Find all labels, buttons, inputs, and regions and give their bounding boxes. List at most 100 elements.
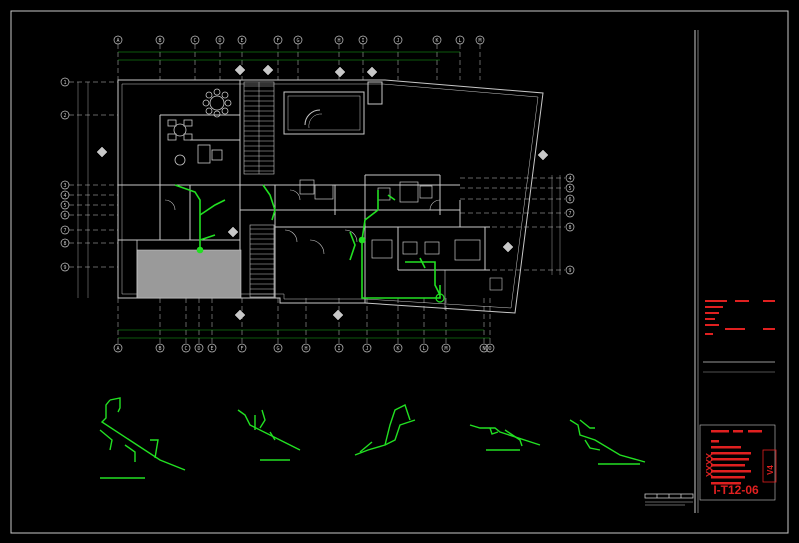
grid-bubble-label: D (218, 38, 221, 44)
grid-bubble-label: A (116, 38, 119, 44)
drain-point (435, 293, 445, 303)
grid-bubble-label: 1 (63, 80, 66, 86)
titleblock-text-line (711, 446, 741, 449)
titleblock-text-line (705, 324, 719, 326)
titleblock-text-line (733, 430, 743, 433)
stair-treads-lower (250, 228, 274, 295)
grid-bubble-left: 3 (60, 180, 70, 190)
titleblock-text-line (763, 300, 775, 302)
pipe-run (199, 234, 216, 241)
drain-point (196, 246, 204, 254)
grid-bubble-right: 6 (565, 194, 575, 204)
level-marker (234, 309, 246, 321)
grid-bubble-label: H (337, 38, 340, 44)
grid-bubble-bottom: L (419, 343, 429, 353)
titleblock-text-line (711, 452, 751, 455)
pipe-run (199, 199, 226, 216)
pool-steps (304, 109, 321, 126)
grid-bubble-label: B (158, 38, 161, 44)
deck (367, 81, 383, 105)
grid-bubble-right: 5 (565, 183, 575, 193)
grid-bubble-label: 8 (568, 225, 571, 231)
grid-bubble-label: D (197, 346, 200, 352)
grid-bubble-label: E (210, 346, 213, 352)
titleblock-text-line (735, 300, 749, 302)
plumbing-plan (174, 184, 445, 303)
title-block: V4 XXXX I-T12-06 (699, 300, 777, 501)
grid-bubble-bottom: A (113, 343, 123, 353)
revision-box (762, 449, 777, 483)
grid-bubble-label: 6 (63, 213, 66, 219)
titleblock-text-line (711, 476, 745, 479)
grid-bubble-bottom: F (237, 343, 247, 353)
grid-bubble-top: E (237, 35, 247, 45)
titleblock-text-line (705, 300, 727, 302)
grid-bubble-label: E (240, 38, 243, 44)
grid-bubble-label: I (337, 346, 340, 352)
grid-bubble-bottom: E (207, 343, 217, 353)
grid-bubble-label: 7 (568, 211, 571, 217)
grid-bubble-bottom: O (485, 343, 495, 353)
pipe-run (419, 257, 426, 269)
titleblock-text-line (705, 333, 713, 335)
titleblock-text-line (748, 430, 762, 433)
pipe-run (361, 190, 441, 299)
scale-bar (644, 493, 694, 506)
stairs-lower (249, 224, 275, 298)
pipe-run (349, 231, 356, 261)
iso-riser-5 (569, 419, 646, 465)
grid-bubble-label: H (304, 346, 307, 352)
door-swings (164, 189, 441, 255)
sheet-number: I-T12-06 (713, 483, 759, 497)
grid-bubble-bottom: J (362, 343, 372, 353)
level-markers (96, 64, 549, 321)
pool-inner (287, 95, 361, 131)
grid-bubble-top: M (475, 35, 485, 45)
titleblock-text-line (705, 306, 723, 308)
grid-bubble-top: H (334, 35, 344, 45)
level-marker (537, 149, 549, 161)
floor-plan (117, 79, 544, 314)
grid-bubble-label: G (276, 346, 279, 352)
level-marker (262, 64, 274, 76)
grid-bubble-label: K (396, 346, 399, 352)
grid-bubble-bottom: D (194, 343, 204, 353)
titleblock-text-line (711, 482, 741, 485)
drain-point (358, 236, 366, 244)
titleblock-text-line (711, 464, 745, 467)
garage-wall (117, 239, 138, 299)
titleblock-box (699, 424, 776, 501)
grid-bubble-label: 7 (63, 228, 66, 234)
grid-bubble-label: 9 (568, 268, 571, 274)
grid-bubble-top: J (393, 35, 403, 45)
titleblock-text-lines (705, 300, 775, 485)
grid-bubble-top: C (190, 35, 200, 45)
grid-bubble-top: I (358, 35, 368, 45)
bath-fixtures (299, 179, 481, 261)
pipe-run (262, 184, 276, 221)
iso-riser-2 (237, 409, 301, 461)
stair-treads (244, 82, 274, 174)
grid-bubble-bottom: N (479, 343, 489, 353)
grid-bubble-left: 1 (60, 77, 70, 87)
grid-bubble-bottom: K (393, 343, 403, 353)
grid-bubble-label: O (488, 346, 491, 352)
grid-bubble-label: N (482, 346, 485, 352)
titleblock-text-line (705, 318, 715, 320)
grid-bubble-right: 8 (565, 222, 575, 232)
pipe-run (387, 194, 396, 201)
dining-set (202, 88, 232, 118)
pipe-run (405, 261, 441, 296)
grid-bubble-bottom: H (301, 343, 311, 353)
grid-bubble-top: A (113, 35, 123, 45)
grid-bubble-label: L (458, 38, 461, 44)
grid-bubble-left: 4 (60, 190, 70, 200)
grid-bubble-top: F (273, 35, 283, 45)
grid-bubble-left: 9 (60, 262, 70, 272)
grid-bubble-label: C (193, 38, 196, 44)
grid-bubble-label: 8 (63, 241, 66, 247)
grid-bubble-bottom: B (155, 343, 165, 353)
grid-bubble-left: 8 (60, 238, 70, 248)
level-marker (96, 146, 108, 158)
